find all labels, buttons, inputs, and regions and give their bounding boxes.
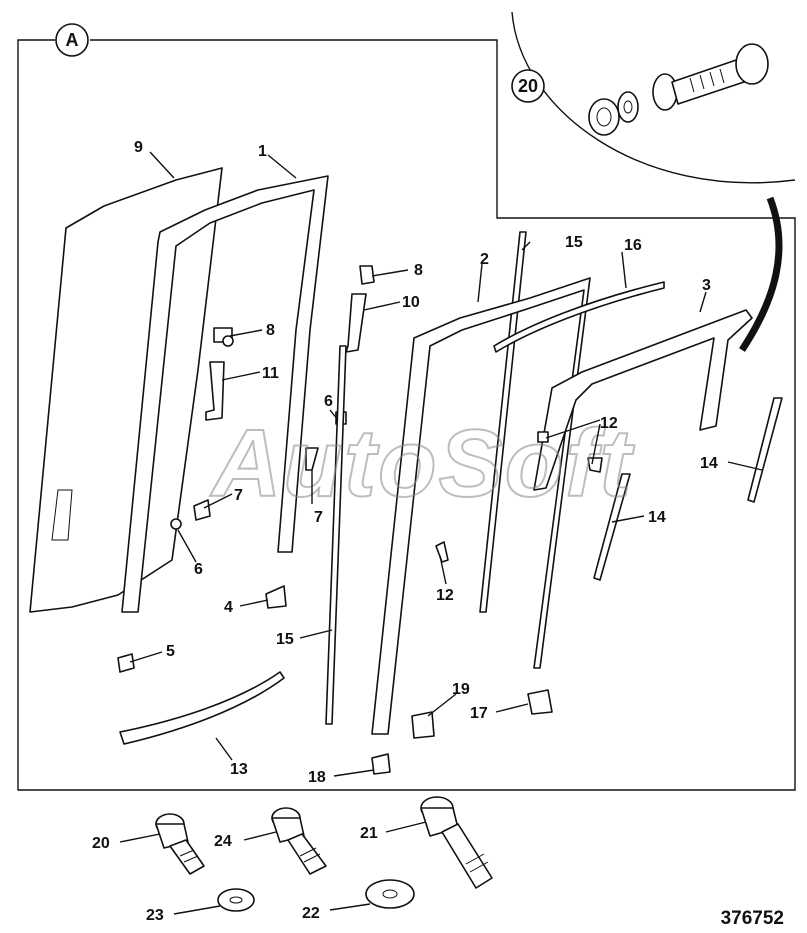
- callout-10: 10: [402, 294, 420, 311]
- small-hardware: [117, 265, 449, 775]
- callout-8-upper: 8: [414, 262, 423, 279]
- callout-18: 18: [308, 769, 326, 786]
- leader-lines: [119, 151, 763, 915]
- part-washer-22: [365, 879, 415, 909]
- callout-19: 19: [452, 681, 470, 698]
- reference-number: 376752: [721, 908, 784, 929]
- glass-handle-cutout: [51, 489, 73, 541]
- detail-badge-20: [511, 69, 545, 103]
- part-block-17: [527, 689, 553, 715]
- part-bolt-21: [420, 796, 493, 889]
- callout-6-lower: 6: [194, 561, 203, 578]
- callout-20: 20: [92, 835, 110, 852]
- part-gas-strut-right: [747, 397, 783, 503]
- callout-23: 23: [146, 907, 164, 924]
- callout-3: 3: [702, 277, 711, 294]
- connector-hose: [739, 196, 783, 352]
- callout-16: 16: [624, 237, 642, 254]
- callout-11: 11: [262, 365, 279, 382]
- callout-13: 13: [230, 761, 248, 778]
- callout-9: 9: [134, 139, 143, 156]
- callout-17: 17: [470, 705, 488, 722]
- part-block-19: [411, 711, 435, 739]
- callout-5: 5: [166, 643, 175, 660]
- detail-label-20: 20: [518, 76, 538, 96]
- watermark: AutoSoft: [210, 410, 635, 517]
- part-seal-strip-left: [325, 345, 347, 725]
- part-hinge-arm: [533, 309, 753, 491]
- callout-14-center: 14: [648, 509, 666, 526]
- callout-14-right: 14: [700, 455, 718, 472]
- detail-circle-outline: [511, 11, 796, 184]
- part-seal-strip-right: [479, 231, 527, 613]
- callout-15-top: 15: [565, 234, 583, 251]
- callout-6-upper: 6: [324, 393, 333, 410]
- part-door-frame: [121, 175, 329, 613]
- part-washer-23: [217, 888, 255, 912]
- part-lower-seal: [119, 671, 285, 745]
- detail-hardware: [588, 43, 769, 136]
- callout-2: 2: [480, 251, 489, 268]
- callout-7-center: 7: [314, 509, 323, 526]
- callout-8-lower: 8: [266, 322, 275, 339]
- part-gas-strut-center: [593, 473, 631, 581]
- panel-frame-a: [17, 39, 796, 791]
- callout-7-right: 7: [234, 487, 243, 504]
- callout-24: 24: [214, 833, 232, 850]
- part-sash-frame: [371, 277, 591, 735]
- part-bolt-24: [271, 807, 327, 875]
- callout-22: 22: [302, 905, 320, 922]
- part-glass-pane: [29, 167, 223, 613]
- callout-12-lower: 12: [436, 587, 454, 604]
- callout-21: 21: [360, 825, 378, 842]
- panel-badge-a: [55, 23, 89, 57]
- bracket-12-a: [587, 457, 603, 473]
- callout-4: 4: [224, 599, 233, 616]
- panel-label-a: A: [66, 30, 79, 50]
- callout-15-lower: 15: [276, 631, 294, 648]
- callout-12-upper: 12: [600, 415, 618, 432]
- part-curved-seal: [493, 281, 665, 353]
- callout-1: 1: [258, 143, 267, 160]
- part-bolt-20: [155, 813, 205, 875]
